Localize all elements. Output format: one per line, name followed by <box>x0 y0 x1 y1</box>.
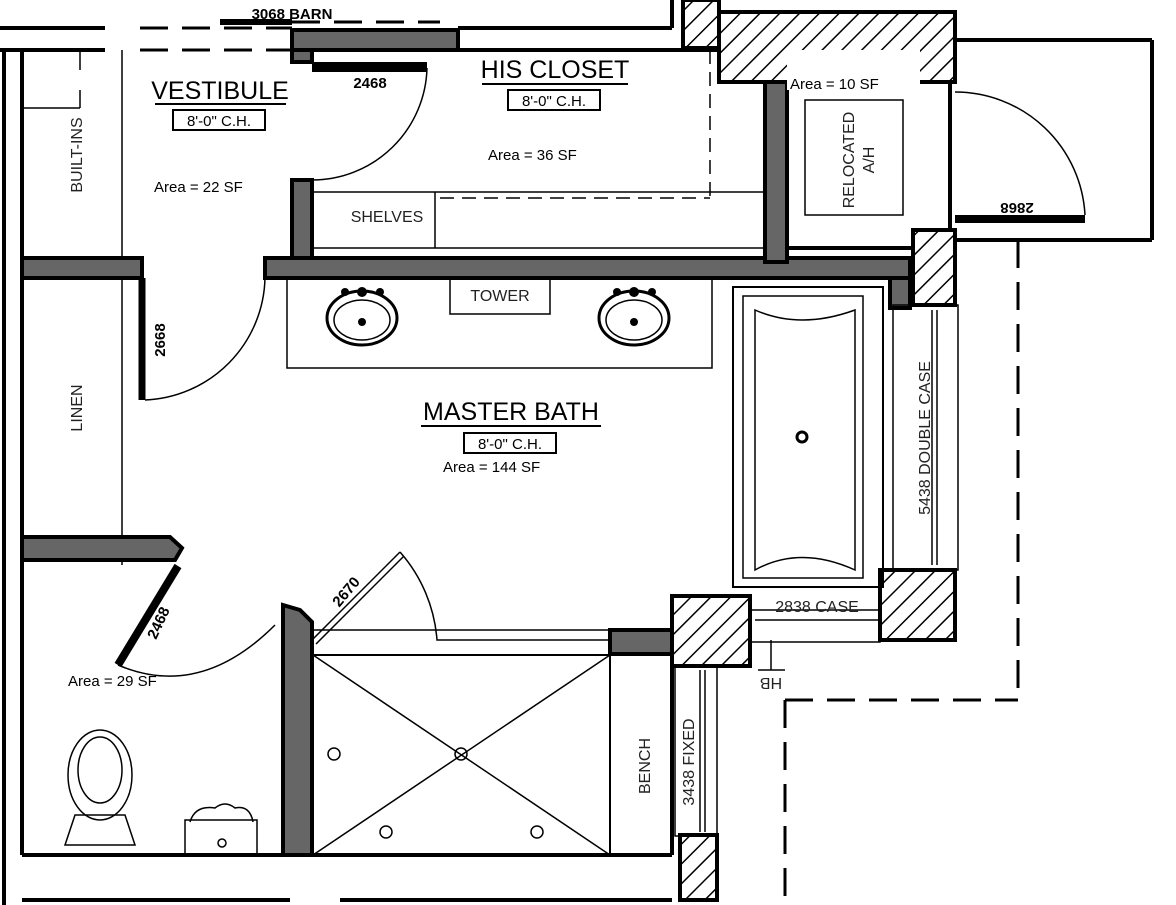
hose-bib-icon <box>758 640 785 671</box>
bidet-icon <box>184 803 258 856</box>
hatched-walls <box>670 0 957 902</box>
sink-icon <box>597 287 671 347</box>
door-label-shower: 2670 <box>329 574 363 610</box>
area-his-closet: Area = 36 SF <box>488 147 577 164</box>
area-master-bath: Area = 144 SF <box>443 459 540 476</box>
wc-door <box>114 563 276 677</box>
shower-head-icon <box>327 747 341 761</box>
label-hb: HB <box>760 674 782 691</box>
label-tower: TOWER <box>470 288 529 305</box>
door-label-bath: 2668 <box>152 323 169 356</box>
label-built-ins: BUILT-INS <box>69 117 86 192</box>
bath-door-swing <box>144 277 266 401</box>
shower-head-icon <box>530 825 544 839</box>
label-shelves: SHELVES <box>351 209 424 226</box>
area-vestibule: Area = 22 SF <box>154 179 243 196</box>
toilet-icon <box>63 729 137 846</box>
window-label-fixed: 3438 FIXED <box>681 718 698 805</box>
window-fixed <box>674 665 718 837</box>
ah-unit <box>804 99 904 216</box>
sink-icon <box>325 287 399 347</box>
area-water-closet: Area = 29 SF <box>68 673 157 690</box>
door-label-closet: 2468 <box>353 75 386 92</box>
area-ah: Area = 10 SF <box>790 76 879 93</box>
door-label-ah: 2868 <box>1000 199 1033 216</box>
room-name-vestibule: VESTIBULE <box>151 77 289 105</box>
shower-head-icon <box>379 825 393 839</box>
door-label-barn: 3068 BARN <box>252 6 333 23</box>
label-ah: A/H <box>861 147 878 174</box>
label-bench: BENCH <box>637 738 654 794</box>
closet-shelves <box>312 50 765 249</box>
shower <box>311 551 672 856</box>
barn-door <box>140 19 440 52</box>
vanity <box>286 277 713 369</box>
window-double-case <box>892 304 959 571</box>
ah-door <box>954 38 1154 242</box>
label-relocated: RELOCATED <box>841 112 858 209</box>
label-linen: LINEN <box>69 384 86 431</box>
ceiling-height-vestibule: 8'-0" C.H. <box>187 113 251 130</box>
exterior-dashed <box>783 240 1020 905</box>
interior-walls <box>20 28 916 857</box>
room-name-his-closet: HIS CLOSET <box>481 56 630 84</box>
ceiling-height-his-closet: 8'-0" C.H. <box>522 93 586 110</box>
window-case <box>749 609 881 643</box>
ceiling-height-master-bath: 8'-0" C.H. <box>478 436 542 453</box>
window-label-case: 2838 CASE <box>775 599 859 616</box>
tower-cabinet <box>449 277 551 315</box>
room-name-master-bath: MASTER BATH <box>423 398 599 426</box>
closet-door <box>311 62 428 181</box>
window-label-double-case: 5438 DOUBLE CASE <box>917 361 934 515</box>
bathtub-icon <box>732 286 884 588</box>
